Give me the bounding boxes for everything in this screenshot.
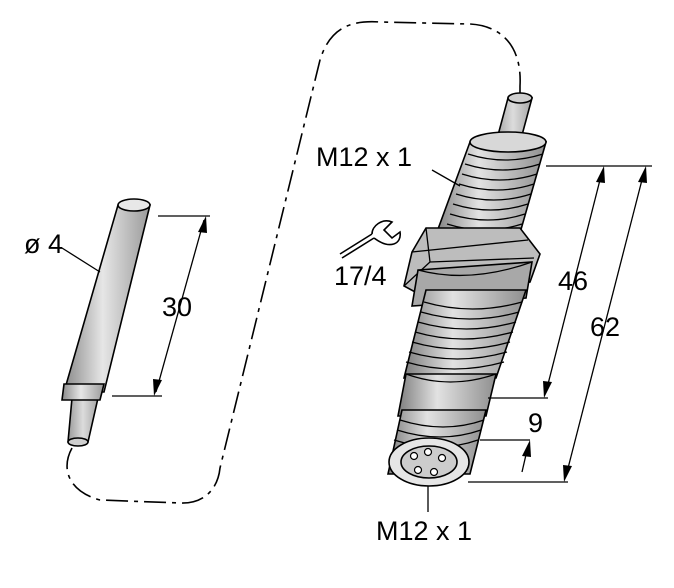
rod-length-label: 30	[162, 292, 192, 322]
dim-46-label: 46	[558, 266, 588, 296]
rod-dim-arrow-bottom	[153, 379, 162, 396]
thread-top-leader	[431, 169, 461, 187]
dim-62-arrow-top	[638, 166, 647, 183]
rod-diameter-label: ø 4	[24, 229, 63, 259]
dim-62-label: 62	[590, 312, 620, 342]
sensor-body	[387, 92, 548, 487]
wrench-size-label: 17/4	[334, 261, 387, 291]
connector-pins	[409, 447, 447, 477]
dim-9-arrow	[522, 440, 531, 457]
rod-diameter-leader	[61, 247, 101, 273]
dim-46-line	[545, 171, 603, 393]
cable-dash-line	[66, 20, 521, 504]
lower-thread-rings	[405, 301, 523, 370]
thread-bottom-label: M12 x 1	[376, 516, 472, 546]
dim-46-arrow-bottom	[543, 381, 552, 398]
dim-46-arrow-top	[596, 166, 605, 183]
magnet-rod	[61, 198, 152, 447]
dim-9-label: 9	[528, 408, 543, 438]
rod-dim-arrow-top	[198, 216, 207, 233]
dim-62-line	[565, 171, 645, 477]
thread-top-label: M12 x 1	[316, 142, 412, 172]
wrench-icon	[339, 220, 401, 259]
dim-62-arrow-bottom	[563, 465, 572, 482]
rod-dim-line	[155, 219, 205, 393]
